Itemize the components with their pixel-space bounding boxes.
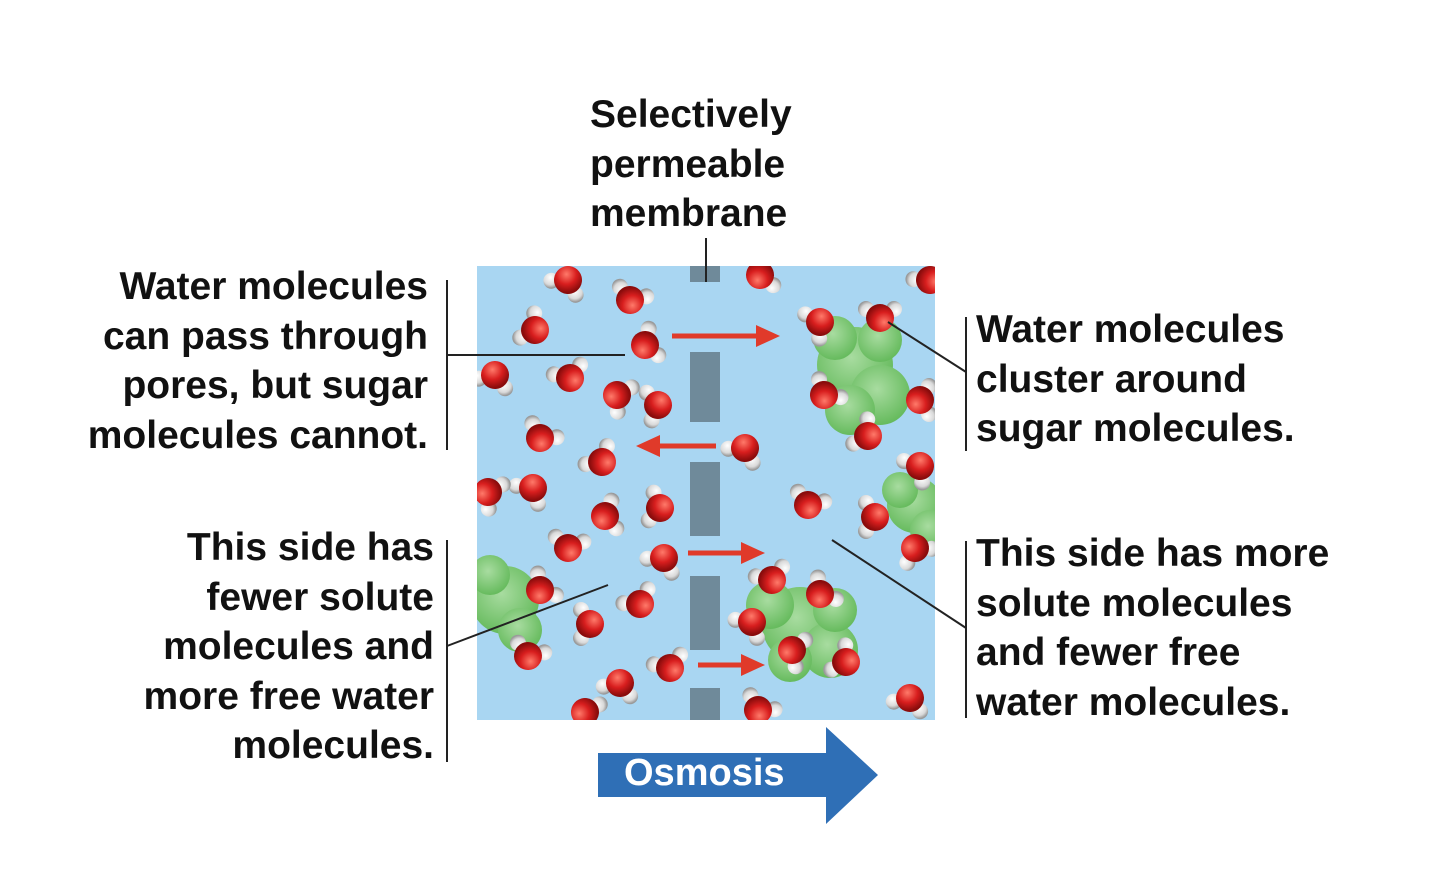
water-molecule [508,474,547,512]
water-molecule [823,637,860,678]
right-top-label: Water molecules cluster around sugar mol… [976,308,1295,450]
water-molecule [797,306,834,347]
water-molecule [573,602,604,646]
leader-lines [446,238,967,762]
water-molecule [577,438,616,476]
left-bottom-label: This side has fewer solute molecules and… [143,526,434,767]
water-molecule [543,266,584,303]
water-molecules [477,266,935,720]
water-molecule [595,669,639,705]
osmosis-label: Osmosis [624,752,785,794]
water-molecule [526,565,564,604]
water-molecule [806,569,844,608]
water-molecule [638,384,672,429]
water-molecule [885,684,929,720]
water-molecule [747,558,791,594]
water-molecule [571,696,608,720]
water-molecule [509,634,553,670]
water-molecule [591,492,625,537]
water-molecule [720,434,761,471]
water-molecule [615,581,656,618]
water-molecule [858,495,889,539]
flow-arrow-right [698,654,765,676]
water-molecule [611,278,655,314]
water-flow-arrows [636,325,780,676]
water-molecule [899,534,935,571]
water-molecule [512,305,549,346]
water-molecule [477,361,514,397]
water-molecule [640,484,674,529]
water-molecule [545,356,589,392]
flow-arrow-right [672,325,780,347]
membrane-label: Selectively permeable membrane [590,93,792,235]
water-molecule [906,378,935,422]
right-bottom-label: This side has more solute molecules and … [976,532,1330,724]
water-molecule [858,301,902,332]
osmosis-arrow [598,727,878,824]
water-molecule [778,631,814,675]
water-molecule [845,411,882,452]
water-molecule [639,544,680,581]
water-molecule [896,452,934,491]
water-molecule [603,379,640,420]
water-molecule [746,266,782,294]
water-molecule [631,320,667,364]
water-molecule [789,483,833,519]
sugar-molecule [882,472,935,550]
water-molecule [810,371,849,409]
water-molecule [524,415,565,452]
water-molecule [547,528,592,562]
water-molecule [477,476,511,517]
left-top-label: Water molecules can pass through pores, … [87,265,428,457]
water-molecule [905,266,935,294]
water-molecule [742,687,783,720]
flow-arrow-left [636,435,716,457]
water-molecule [645,646,689,682]
water-molecule [727,608,766,646]
membrane [690,266,720,720]
flow-arrow-right [688,542,765,564]
